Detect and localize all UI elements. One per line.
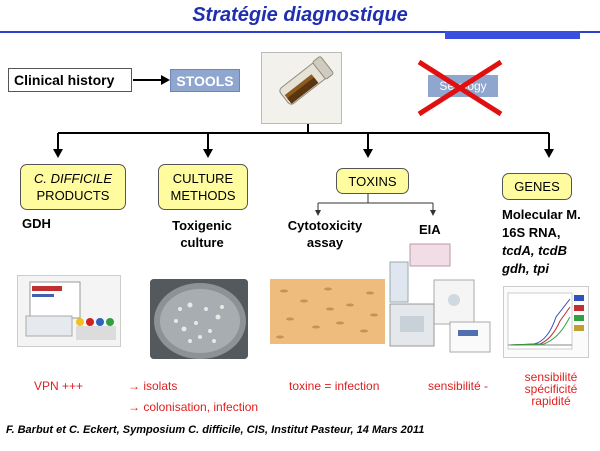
arrow-right-icon: → bbox=[128, 379, 140, 393]
stool-sample-photo bbox=[261, 52, 342, 124]
genes-box: GENES bbox=[502, 173, 572, 200]
serology-cross-icon bbox=[417, 59, 503, 117]
stools-box: STOOLS bbox=[170, 69, 240, 92]
arrow-right-icon: → bbox=[128, 400, 140, 414]
colonisation-text: colonisation, infection bbox=[143, 400, 259, 414]
toxigenic-line1: Toxigenic bbox=[172, 218, 232, 233]
culture-plate-photo bbox=[150, 279, 248, 359]
molecular-line2: 16S RNA, bbox=[502, 225, 561, 240]
isolats-text: isolats bbox=[143, 379, 178, 393]
cytotoxicity-line2: assay bbox=[306, 235, 344, 250]
cdifficile-products-line1: C. DIFFICILE bbox=[33, 171, 112, 186]
slide-title: Stratégie diagnostique bbox=[192, 4, 408, 26]
culture-results: → isolats → colonisation, infection bbox=[128, 376, 258, 418]
cdifficile-products-line2: PRODUCTS bbox=[36, 188, 110, 203]
molecular-methods-label: Molecular M. 16S RNA, tcdA, tcdB gdh, tp… bbox=[502, 206, 581, 278]
genes-results: sensibilité spécificité rapidité bbox=[520, 371, 582, 407]
cdifficile-products-box: C. DIFFICILE PRODUCTS bbox=[20, 164, 126, 210]
eia-kits-photo bbox=[388, 240, 492, 360]
molecular-line3: tcdA, tcdB bbox=[502, 243, 567, 258]
gdh-result: VPN +++ bbox=[34, 379, 84, 393]
genes-result-specificite: spécificité bbox=[524, 382, 578, 396]
genes-result-sensibilite: sensibilité bbox=[524, 370, 578, 384]
culture-methods-line1: CULTURE bbox=[172, 171, 234, 186]
clinical-history-box: Clinical history bbox=[8, 68, 132, 92]
cytotoxicity-assay-label: Cytotoxicity assay bbox=[283, 217, 367, 251]
toxigenic-culture-label: Toxigenic culture bbox=[163, 217, 241, 251]
culture-result-colonisation: → colonisation, infection bbox=[128, 397, 258, 418]
toxins-label: TOXINS bbox=[348, 173, 397, 189]
culture-methods-box: CULTURE METHODS bbox=[158, 164, 248, 210]
cytotoxicity-micrograph-photo bbox=[270, 279, 385, 344]
gdh-kit-photo bbox=[17, 275, 121, 347]
title-accent-bar bbox=[445, 31, 580, 39]
eia-result: sensibilité - bbox=[428, 379, 489, 393]
toxins-box: TOXINS bbox=[336, 168, 409, 194]
culture-methods-line2: METHODS bbox=[170, 188, 236, 203]
eia-label: EIA bbox=[419, 222, 441, 237]
cytotoxicity-line1: Cytotoxicity bbox=[287, 218, 363, 233]
citation-footer: F. Barbut et C. Eckert, Symposium C. dif… bbox=[6, 424, 425, 436]
gdh-label: GDH bbox=[22, 216, 51, 231]
genes-result-rapidite: rapidité bbox=[531, 394, 571, 408]
molecular-line1: Molecular M. bbox=[502, 207, 581, 222]
title-underline bbox=[0, 31, 600, 33]
pcr-curve-photo bbox=[503, 286, 589, 358]
culture-result-isolats: → isolats bbox=[128, 376, 258, 397]
toxigenic-line2: culture bbox=[180, 235, 224, 250]
cytotoxicity-result: toxine = infection bbox=[289, 379, 380, 393]
molecular-line4: gdh, tpi bbox=[502, 261, 549, 276]
genes-label: GENES bbox=[514, 179, 560, 194]
